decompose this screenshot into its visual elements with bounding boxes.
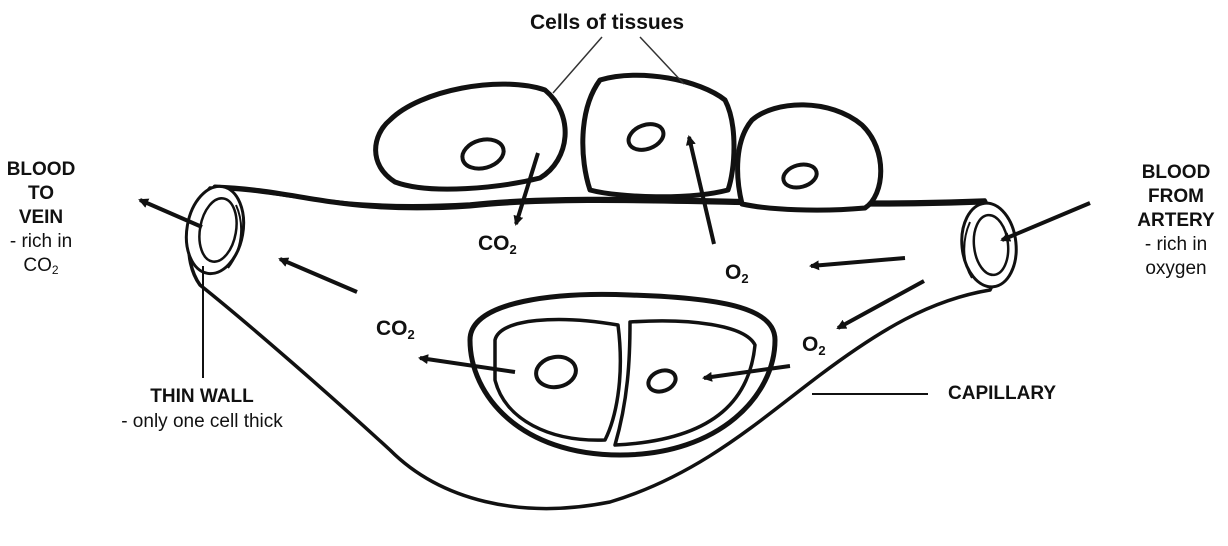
blood-from-artery-line-2: FROM: [1128, 185, 1224, 209]
blood-to-vein-line-2: TO: [0, 182, 82, 206]
thin-wall-note: - only one cell thick: [70, 409, 334, 434]
blood-from-artery-note-1: - rich in: [1128, 233, 1224, 257]
capillary-label: CAPILLARY: [948, 384, 1056, 403]
co2-label-left: CO2: [376, 318, 415, 341]
blood-to-vein-label: BLOOD TO VEIN - rich in CO2: [0, 158, 82, 282]
thin-wall-label: THIN WALL - only one cell thick: [70, 384, 334, 434]
blood-to-vein-note-gas: CO2: [0, 254, 82, 282]
arrow-blood-from-artery: [1002, 203, 1090, 240]
tissue-cell-left: [376, 84, 566, 189]
co2-label-top: CO2: [478, 233, 517, 256]
thin-wall-title: THIN WALL: [70, 384, 334, 409]
blood-from-artery-line-1: BLOOD: [1128, 161, 1224, 185]
blood-from-artery-note-2: oxygen: [1128, 257, 1224, 281]
o2-label-top: O2: [725, 262, 749, 285]
blood-to-vein-note: - rich in: [0, 230, 82, 254]
blood-to-vein-line-1: BLOOD: [0, 158, 82, 182]
blood-from-artery-label: BLOOD FROM ARTERY - rich in oxygen: [1128, 161, 1224, 281]
cells-of-tissues-label: Cells of tissues: [530, 12, 684, 33]
tissue-cell-right: [738, 105, 881, 210]
blood-to-vein-line-3: VEIN: [0, 206, 82, 230]
o2-label-right: O2: [802, 334, 826, 357]
blood-from-artery-line-3: ARTERY: [1128, 209, 1224, 233]
